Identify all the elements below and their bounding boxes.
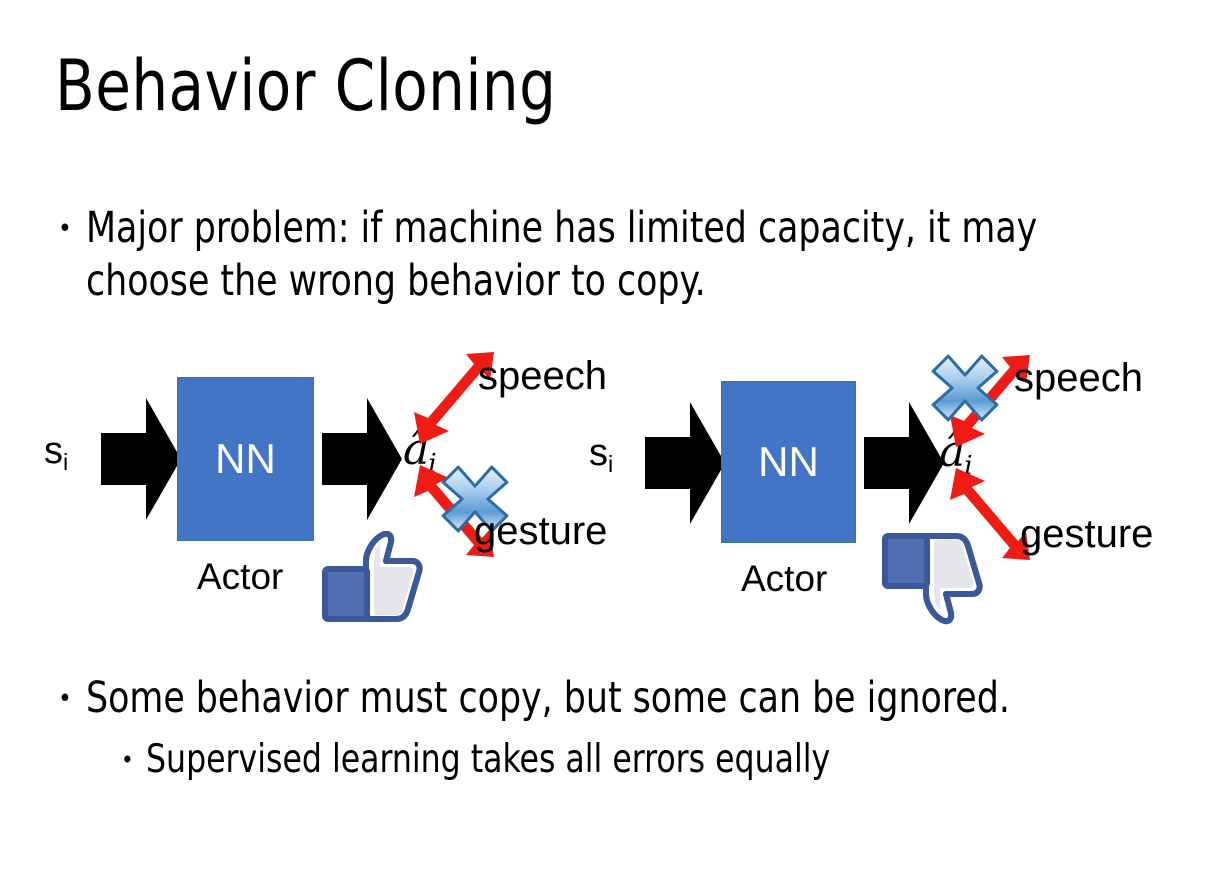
page-title: Behavior Cloning xyxy=(55,45,557,127)
bullet-item-major-problem: • Major problem: if machine has limited … xyxy=(58,202,1148,308)
bullet-item-supervised-learning: • Supervised learning takes all errors e… xyxy=(121,735,1181,785)
branch-label-gesture-left: gesture xyxy=(474,509,608,553)
cross-out-icon-gesture-left xyxy=(441,465,509,533)
input-state-symbol: s xyxy=(589,432,608,474)
input-state-symbol: s xyxy=(44,430,63,472)
sub-bullet-text: Supervised learning takes all errors equ… xyxy=(145,737,830,782)
input-state-subscript: i xyxy=(608,450,614,477)
branch-label-gesture-right: gesture xyxy=(1020,512,1154,556)
nn-box-label: NN xyxy=(215,435,276,482)
input-state-label-left: si xyxy=(44,430,68,473)
input-state-label-right: si xyxy=(589,432,613,475)
output-arrow-icon-right xyxy=(864,402,944,524)
branch-label-speech-right: speech xyxy=(1014,356,1143,400)
branch-arrow-gesture-right xyxy=(950,468,1030,560)
actor-caption-left: Actor xyxy=(197,556,284,597)
nn-box-right: NN xyxy=(721,381,856,543)
output-action-subscript: i xyxy=(428,447,437,479)
output-action-subscript: i xyxy=(964,449,973,481)
input-arrow-icon-right xyxy=(645,402,725,524)
branch-label-speech-left: speech xyxy=(478,354,607,398)
input-arrow-icon-left xyxy=(101,398,181,520)
actor-caption-right: Actor xyxy=(741,558,828,599)
thumbs-down-icon xyxy=(882,533,983,625)
bullet-item-some-behavior: • Some behavior must copy, but some can … xyxy=(58,672,1178,724)
sub-bullet-marker-icon: • xyxy=(121,746,134,774)
cross-out-icon-speech-right xyxy=(931,354,999,422)
bullet-marker-icon: • xyxy=(58,684,72,714)
bullet-text: Major problem: if machine has limited ca… xyxy=(85,203,1038,306)
output-arrow-icon-left xyxy=(322,398,402,520)
nn-box-left: NN xyxy=(177,377,314,541)
thumbs-up-icon xyxy=(322,531,423,622)
bullet-marker-icon: • xyxy=(58,214,72,244)
bullet-text: Some behavior must copy, but some can be… xyxy=(85,673,1010,723)
nn-box-label: NN xyxy=(758,438,819,485)
input-state-subscript: i xyxy=(63,448,69,475)
branch-arrow-speech-left xyxy=(414,352,494,444)
